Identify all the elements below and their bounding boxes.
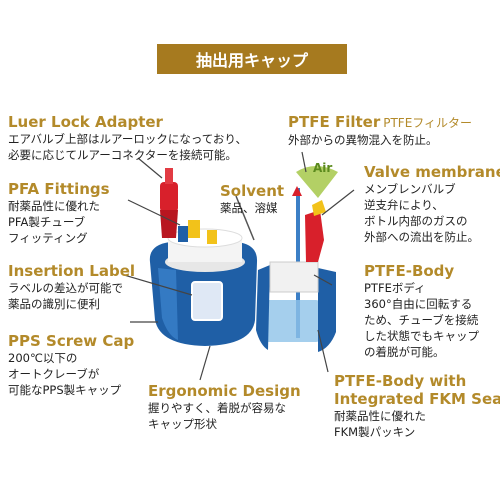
insertion-callout: Insertion Label ラベルの差込が可能で 薬品の識別に便利	[8, 262, 135, 312]
ptfe-filter-sub: PTFEフィルター	[383, 116, 473, 130]
ptfe-filter-title: PTFE Filter	[288, 113, 381, 131]
pfa-desc-1: 耐薬品性に優れた	[8, 199, 100, 213]
ptfe-body-desc-1: 360°自由に回転する	[364, 297, 473, 311]
ergonomic-desc-1: 握りやすく、着脱が容易な	[148, 401, 286, 415]
pps-desc-1: 200℃以下の	[8, 351, 78, 365]
pps-desc-3: 可能なPPS製キャップ	[8, 383, 122, 397]
fkm-desc-2: FKM製パッキン	[334, 425, 416, 439]
solvent-callout: Solvent 薬品、溶媒	[220, 182, 284, 216]
fkm-desc-1: 耐薬品性に優れた	[334, 409, 426, 423]
insertion-title: Insertion Label	[8, 262, 136, 280]
luer-desc-2: 必要に応じてルアーコネクターを接続可能。	[8, 148, 237, 162]
pfa-title: PFA Fittings	[8, 180, 110, 198]
valve-desc-3: 外部への流出を防止。	[364, 230, 479, 244]
ergonomic-callout: Ergonomic Design 握りやすく、着脱が容易な キャップ形状	[148, 382, 301, 432]
right-cap-illustration	[235, 166, 338, 352]
left-cap-illustration	[149, 168, 258, 346]
luer-desc-1: エアバルブ上部はルアーロックになっており、	[8, 132, 247, 146]
fkm-title-2: Integrated FKM Seal	[334, 390, 500, 408]
leader-lines	[123, 151, 355, 381]
ptfe-body-sub: PTFEボディ	[364, 281, 426, 295]
valve-callout: Valve membrane メンブレンバルブ 逆支弁により、 ボトル内部のガス…	[364, 163, 500, 245]
ptfe-body-title: PTFE-Body	[364, 262, 455, 280]
ergonomic-desc-2: キャップ形状	[148, 417, 217, 431]
luer-title: Luer Lock Adapter	[8, 113, 163, 131]
pfa-desc-2: PFA製チューブ	[8, 215, 86, 229]
ptfe-body-callout: PTFE-Body PTFEボディ 360°自由に回転する ため、チューブを接続…	[364, 262, 479, 360]
fkm-callout: PTFE-Body with Integrated FKM Seal 耐薬品性に…	[334, 372, 500, 440]
ergonomic-title: Ergonomic Design	[148, 382, 301, 400]
valve-desc-2: ボトル内部のガスの	[364, 214, 468, 228]
pfa-callout: PFA Fittings 耐薬品性に優れた PFA製チューブ フィッティング	[8, 180, 110, 246]
insertion-desc-2: 薬品の識別に便利	[8, 297, 100, 311]
pps-desc-2: オートクレーブが	[8, 367, 100, 381]
valve-title: Valve membrane	[364, 163, 500, 181]
solvent-desc-1: 薬品、溶媒	[220, 201, 278, 215]
valve-sub: メンブレンバルブ	[364, 182, 456, 196]
pps-title: PPS Screw Cap	[8, 332, 135, 350]
ptfe-body-desc-4: の着脱が可能。	[364, 345, 445, 359]
insertion-desc-1: ラベルの差込が可能で	[8, 281, 123, 295]
solvent-title: Solvent	[220, 182, 285, 200]
valve-desc-1: 逆支弁により、	[364, 198, 444, 212]
ptfe-body-desc-2: ため、チューブを接続	[364, 313, 479, 327]
luer-lock-callout: Luer Lock Adapter エアバルブ上部はルアーロックになっており、 …	[8, 113, 247, 163]
pps-callout: PPS Screw Cap 200℃以下の オートクレーブが 可能なPPS製キャ…	[8, 332, 134, 398]
fkm-title-1: PTFE-Body with	[334, 372, 467, 390]
pfa-desc-3: フィッティング	[8, 231, 88, 245]
title-banner: 抽出用キャップ	[157, 44, 347, 74]
air-label: Air	[313, 161, 332, 175]
ptfe-filter-desc-1: 外部からの異物混入を防止。	[288, 133, 438, 147]
ptfe-body-desc-3: した状態でもキャップ	[364, 329, 479, 343]
